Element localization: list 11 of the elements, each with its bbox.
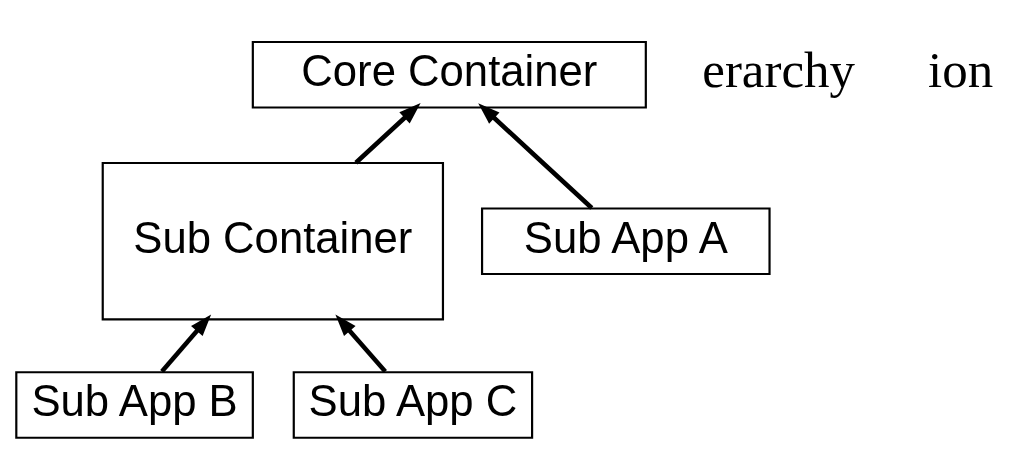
- label: erarchy: [702, 41, 855, 98]
- node-box: Core Container: [251, 40, 647, 109]
- arrow: [160, 314, 212, 373]
- node-box: Sub App B: [15, 370, 254, 439]
- arrow: [354, 102, 421, 164]
- arrow: [478, 102, 594, 210]
- node-box: Sub Container: [101, 161, 445, 321]
- arrow: [335, 314, 387, 373]
- node-box: Sub App C: [292, 370, 534, 439]
- label: ion: [928, 41, 994, 98]
- node-box: Sub App A: [481, 206, 771, 275]
